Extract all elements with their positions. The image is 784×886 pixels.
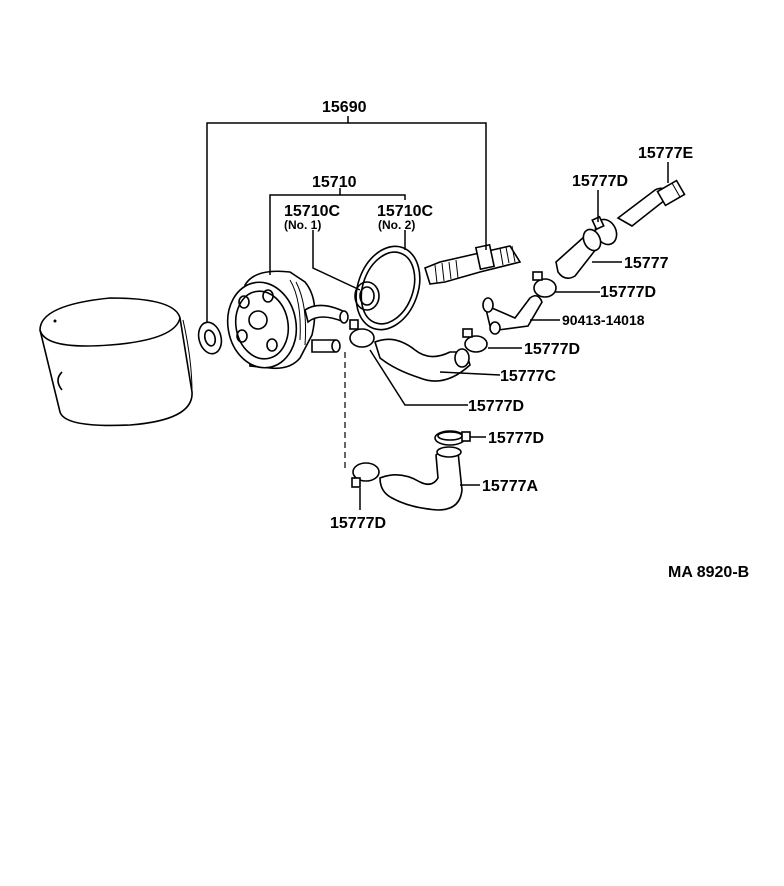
label-15777e: 15777E [638,145,693,162]
clamp-bottom [351,462,380,488]
label-15710c-no1-sub: (No. 1) [284,218,321,232]
hose-c [374,338,471,382]
label-15777d-lower: 15777D [468,398,524,415]
label-15777: 15777 [624,255,669,272]
label-90413-14018: 90413-14018 [562,312,645,328]
label-15710c-no2-sub: (No. 2) [378,218,415,232]
label-15777c: 15777C [500,368,556,385]
union-fitting [616,179,686,227]
bracket-15710 [269,194,406,275]
label-15777d-bottom: 15777D [330,515,386,532]
clamp-middle [462,328,488,353]
label-15710: 15710 [312,174,357,191]
gasket-no2 [355,245,421,331]
label-15777d-lower-top: 15777D [488,430,544,447]
leader-15777c [439,371,501,376]
label-15777d-upper-left: 15777D [572,173,628,190]
leader-15777d-lower [369,349,468,406]
label-15777a: 15777A [482,478,538,495]
label-15710c-no1: 15710C [284,203,340,220]
union-pipe [482,294,543,335]
oil-cooler-body [226,270,349,370]
hose-a [379,446,463,511]
union-bolt [424,243,522,285]
label-15777d-upper-right: 15777D [600,284,656,301]
bracket-15690 [206,122,487,323]
label-15777d-middle: 15777D [524,341,580,358]
filter-seal-ring [197,321,223,355]
label-15690: 15690 [322,99,367,116]
clamp-upper-right [532,271,557,298]
label-15710c-no2: 15710C [377,203,433,220]
gasket-no1 [354,281,380,311]
hose-upper [555,228,602,280]
leader-15710c-no1 [312,230,361,291]
reference-code: MA 8920-B [668,564,749,581]
clamp-lower-top [434,430,471,446]
clamp-lower-leader [349,319,375,348]
oil-filter [39,297,193,427]
